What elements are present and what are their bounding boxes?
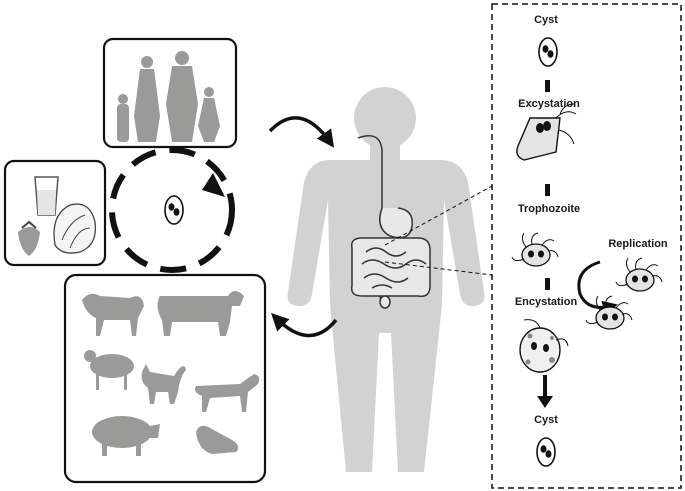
cyst-top-icon	[539, 38, 557, 66]
encystation-arrowhead	[537, 396, 553, 408]
cyst-bottom-icon	[537, 438, 555, 466]
arrow-to-animals	[276, 318, 336, 336]
arrow-to-human	[270, 118, 330, 142]
label-cyst-top: Cyst	[534, 14, 558, 26]
cyst-icon	[165, 196, 183, 224]
label-excystation: Excystation	[518, 98, 580, 110]
replication-arrow	[579, 262, 612, 308]
label-replication: Replication	[608, 238, 667, 250]
label-cyst-bottom: Cyst	[534, 414, 558, 426]
connector-3	[545, 278, 550, 290]
connector-1	[545, 80, 550, 92]
label-trophozoite: Trophozoite	[518, 203, 580, 215]
replication-icon	[586, 258, 662, 329]
water-glass-icon	[35, 177, 58, 215]
connector-2	[545, 184, 550, 196]
excystation-icon	[517, 104, 576, 160]
encystation-icon	[520, 320, 568, 372]
trophozoite-icon	[512, 233, 558, 266]
label-encystation: Encystation	[515, 296, 577, 308]
